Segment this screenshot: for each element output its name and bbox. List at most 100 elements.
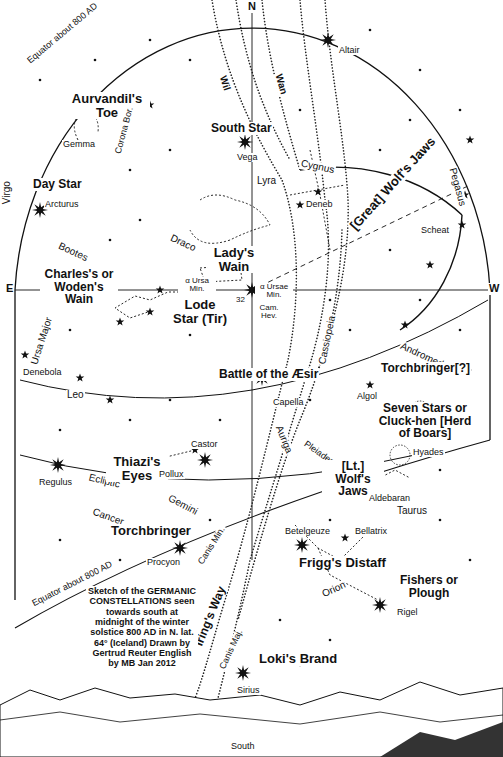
sky-circle: [15, 28, 490, 600]
faint-star: [109, 239, 112, 242]
constellation-name: Day Star: [32, 178, 83, 191]
star-name: Gemini: [166, 493, 201, 518]
constellation-name: Lady's Wain: [208, 246, 260, 273]
faint-star: [149, 39, 152, 42]
faint-star: [419, 299, 422, 302]
star-name: Canis Maj.: [218, 627, 245, 671]
star-name: Taurus: [396, 506, 428, 517]
faint-star: [94, 59, 97, 62]
star-name: Draco: [168, 232, 198, 254]
star-symbol: [106, 396, 115, 404]
star-name: Procyon: [146, 558, 181, 567]
star-name: Rigel: [396, 608, 419, 617]
constellation-name: Frigg's Distaff: [298, 556, 387, 570]
constellation-name: Lode Star (Tir): [172, 298, 228, 325]
faint-star: [439, 469, 442, 472]
star-name: α Ursae Min.: [255, 283, 293, 300]
stars: [21, 29, 475, 681]
star-name: Algol: [356, 392, 378, 401]
faint-star: [59, 429, 62, 432]
faint-star: [139, 219, 142, 222]
constellation-name: E: [5, 283, 14, 295]
star-symbol: [50, 457, 66, 473]
constellation-name: Torchbringer: [110, 524, 192, 538]
star-name: Denebola: [22, 368, 63, 377]
milky-way: [190, 0, 348, 710]
star-symbol: [401, 321, 410, 329]
star-name: Altair: [338, 46, 361, 55]
constellation-lines: [74, 110, 410, 600]
star-name: Sirius: [236, 686, 261, 695]
star-name: Capella: [272, 398, 305, 407]
star-name: α Ursa Min.: [178, 277, 216, 294]
star-symbol: [296, 201, 305, 209]
faint-star: [169, 399, 172, 402]
map-caption: Sketch of the GERMANIC CONSTELLATIONS se…: [86, 586, 198, 669]
star-name: Equator about 800 AD: [25, 1, 100, 66]
star-symbol: [235, 665, 251, 681]
constellation-name: [Lt.] Wolf's Jaws: [322, 460, 384, 498]
star-name: Arcturus: [44, 200, 80, 209]
constellation-name: N: [247, 1, 257, 13]
faint-star: [39, 79, 42, 82]
faint-star: [389, 249, 392, 252]
constellation-name: Wan: [273, 72, 289, 97]
constellation-name: Fishers or Plough: [392, 574, 466, 599]
star-name: Virgo: [2, 180, 13, 205]
faint-star: [119, 559, 122, 562]
faint-star: [129, 169, 132, 172]
constellation-name: South Star: [210, 122, 273, 135]
faint-star: [329, 519, 332, 522]
star-name: Deneb: [305, 200, 334, 209]
star-symbol: [320, 32, 336, 48]
star-symbol: [314, 188, 323, 196]
star-name: Hyades: [412, 448, 445, 457]
faint-star: [469, 559, 472, 562]
star-name: Orion: [320, 579, 348, 600]
star-symbol: [146, 308, 155, 316]
constellation-name: Wil: [217, 74, 232, 93]
star-symbol: [237, 134, 253, 150]
hill-line: [0, 712, 503, 724]
star-name: Leo: [66, 390, 85, 401]
faint-star: [459, 109, 462, 112]
constellation-name: Loki's Brand: [258, 652, 338, 666]
star-name: Bootes: [56, 240, 90, 264]
constellation-name: W: [488, 283, 500, 295]
star-name: Bellatrix: [354, 527, 388, 536]
faint-star: [299, 109, 302, 112]
constellation-name: Charles's or Woden's Wain: [40, 268, 118, 306]
constellation-name: Aurvandil's Toe: [64, 92, 150, 119]
star-name: Regulus: [38, 478, 73, 487]
star-name: Auriga: [273, 423, 294, 456]
star-name: Ursa Major: [29, 315, 55, 367]
star-symbol: [76, 374, 85, 382]
star-name: Pollux: [158, 470, 185, 479]
star-name: South: [230, 742, 256, 751]
star-symbol: [116, 318, 125, 326]
faint-star: [369, 29, 372, 32]
declination-arc: [20, 300, 488, 398]
faint-star: [409, 119, 412, 122]
star-name: Aldebaran: [368, 494, 411, 503]
pointer-line: [252, 185, 470, 290]
star-symbol: [341, 534, 350, 542]
faint-star: [219, 419, 222, 422]
star-symbol: [197, 452, 213, 468]
star-symbol: [466, 136, 475, 144]
faint-star: [59, 539, 62, 542]
faint-star: [209, 519, 212, 522]
faint-star: [349, 329, 352, 332]
constellation-name: Seven Stars or Cluck-hen [Herd of Boars]: [372, 402, 478, 440]
faint-star: [189, 59, 192, 62]
faint-star: [419, 69, 422, 72]
star-name: 32: [235, 296, 246, 304]
faint-star: [189, 334, 192, 337]
faint-star: [309, 399, 312, 402]
star-symbol: [294, 537, 310, 553]
star-symbol: [372, 597, 388, 613]
star-name: Pegasus: [447, 166, 468, 208]
constellation-name: [Great] Wolf's Jaws: [347, 134, 439, 234]
star-name: Betelgeuze: [284, 527, 331, 536]
mountain-horizon: [0, 682, 503, 757]
